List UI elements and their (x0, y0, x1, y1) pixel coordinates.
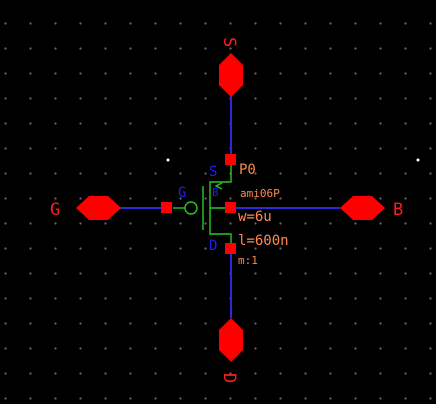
instance-width: w=6u (238, 209, 272, 225)
source-pin-label: S (219, 37, 239, 47)
instance-length: l=600n (238, 233, 289, 249)
instance-name: P0 (239, 162, 256, 178)
bulk-pin-icon[interactable] (340, 196, 385, 220)
bulk-terminal-label: B (212, 186, 219, 199)
grid-highlight-dot (416, 158, 420, 162)
drain-pin-icon[interactable] (219, 318, 243, 362)
drain-terminal-label: D (209, 238, 217, 254)
instance-multiplier: m:1 (238, 254, 258, 267)
source-terminal-square[interactable] (225, 154, 236, 165)
drain-terminal-square[interactable] (225, 243, 236, 254)
gate-pin-icon[interactable] (76, 196, 121, 220)
pmos-transistor-icon[interactable] (173, 160, 232, 250)
instance-model: ami06P (240, 187, 280, 200)
bulk-pin-label: B (393, 200, 403, 220)
source-pin-icon[interactable] (219, 53, 243, 97)
gate-terminal-label: G (178, 185, 186, 201)
gate-pin-label: G (50, 200, 60, 220)
bulk-terminal-square[interactable] (225, 202, 236, 213)
drain-pin-label: D (219, 373, 239, 383)
grid-highlight-dot (166, 158, 170, 162)
gate-terminal-square[interactable] (161, 202, 172, 213)
source-terminal-label: S (209, 164, 217, 180)
